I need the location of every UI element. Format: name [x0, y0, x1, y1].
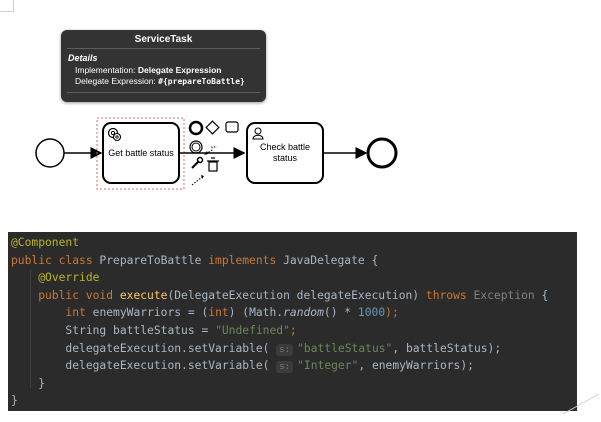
expr-label: Delegate Expression: [75, 76, 159, 86]
open-brace: { [534, 288, 549, 302]
append-task-icon[interactable] [225, 121, 239, 133]
code-line-8: delegateExecution.setVariable( s:"Intege… [8, 357, 577, 375]
indent-guide [30, 270, 31, 388]
code-line-4: public void execute(DelegateExecution de… [8, 287, 577, 305]
code-line-9: } [8, 375, 577, 393]
l8-args: , enemyWarriors); [358, 359, 474, 373]
kw-throws: throws [425, 288, 474, 302]
code-line-2: public class PrepareToBattle implements … [8, 252, 577, 270]
l5-part-a: enemyWarriors = ( [92, 306, 209, 320]
append-gateway-icon[interactable] [205, 120, 220, 135]
append-end-event-icon[interactable] [188, 120, 204, 136]
kw-int: int [65, 306, 93, 320]
l7-args: , battleStatus); [392, 341, 502, 355]
kw-public-void: public void [38, 288, 120, 302]
task2-label: Check battle status [248, 142, 322, 164]
number-1000: 1000 [357, 306, 386, 320]
kw-int-cast: int [208, 306, 229, 320]
code-line-6: String battleStatus = "Undefined"; [8, 322, 577, 340]
method-params: (DelegateExecution delegateExecution) [167, 288, 426, 302]
code-line-5: int enemyWarriors = (int) (Math.random()… [8, 304, 577, 322]
l5-part-c: () * [323, 306, 358, 320]
interface-name: JavaDelegate { [283, 253, 379, 267]
tooltip-delegate-expression: Delegate Expression: #{prepareToBattle} [75, 76, 245, 86]
tooltip-section: Details [68, 53, 98, 63]
service-task-gear-icon [107, 127, 122, 142]
param-hint: s: [276, 343, 294, 356]
impl-label: Implementation: [75, 65, 138, 75]
l6-part-a: String battleStatus = [65, 323, 216, 337]
code-editor[interactable]: @Component public class PrepareToBattle … [8, 232, 577, 411]
param-hint: s: [276, 361, 294, 374]
corner-frame [0, 0, 14, 12]
code-line-3: @Override [8, 269, 577, 287]
user-task-icon [252, 127, 264, 140]
impl-value: Delegate Expression [137, 65, 222, 75]
change-type-wrench-icon[interactable] [191, 156, 204, 169]
delete-trash-icon[interactable] [207, 157, 219, 172]
l6-semicolon: ; [289, 323, 297, 337]
annotation-component: @Component [11, 236, 80, 249]
bpmn-canvas [35, 117, 398, 190]
l5-part-b: ) (Math. [228, 306, 284, 320]
call-random: random [283, 306, 324, 320]
class-name: PrepareToBattle [99, 253, 209, 267]
exception-type: Exception [473, 288, 535, 302]
string-undefined: "Undefined" [215, 323, 290, 337]
method-execute: execute [119, 288, 168, 302]
code-line-7: delegateExecution.setVariable( s:"battle… [8, 340, 577, 358]
annotation-override: @Override [38, 271, 100, 285]
tooltip-separator-bottom [67, 92, 260, 93]
append-intermediate-event-icon[interactable] [189, 140, 203, 154]
code-line-1: @Component [8, 234, 577, 252]
kw-implements: implements [208, 253, 284, 267]
end-event[interactable] [366, 137, 398, 169]
corner-decoration [562, 393, 600, 415]
start-event[interactable] [35, 138, 65, 168]
task1-label: Get battle status [108, 148, 174, 158]
l8-call: delegateExecution.setVariable( [65, 359, 270, 373]
kw-public-class: public class [11, 253, 100, 267]
tooltip-implementation: Implementation: Delegate Expression [75, 65, 221, 75]
l5-part-d: ); [385, 306, 399, 320]
service-task-tooltip: ServiceTask Details Implementation: Dele… [61, 30, 266, 102]
connect-tool-icon[interactable] [204, 146, 217, 155]
bpmn-diagram: ServiceTask Details Implementation: Dele… [35, 30, 398, 190]
close-brace-class: } [11, 394, 18, 408]
string-battlestatus: "battleStatus" [297, 341, 393, 355]
tooltip-separator [67, 48, 260, 49]
tooltip-title: ServiceTask [134, 34, 193, 45]
task2-label-line2: status [272, 153, 297, 163]
task2-label-line1: Check battle [259, 142, 311, 152]
string-integer: "Integer" [297, 359, 359, 373]
selection-outline [96, 117, 185, 190]
close-brace-method: } [38, 376, 46, 390]
expr-value: #{prepareToBattle} [158, 77, 245, 86]
l7-call: delegateExecution.setVariable( [65, 341, 270, 355]
lasso-tool-icon[interactable] [191, 175, 204, 186]
code-line-10: } [8, 392, 577, 410]
